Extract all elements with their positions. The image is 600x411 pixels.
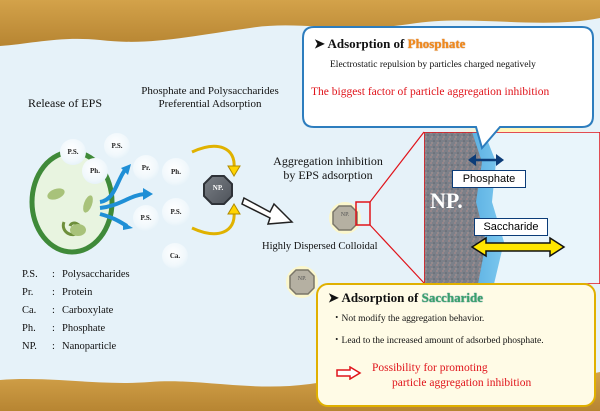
- bubble-ps-top: P.S.: [104, 133, 130, 159]
- bubble-pr: Pr.: [133, 155, 159, 181]
- dispersed-particle-bottom: [286, 266, 318, 298]
- phosphate-conclusion: The biggest factor of particle aggregati…: [311, 86, 550, 98]
- phosphate-title-keyword: Phosphate: [407, 36, 466, 51]
- phosphate-double-arrow: [468, 154, 504, 166]
- legend-row-ph: Ph.: Phosphate: [22, 323, 105, 334]
- saccharide-double-arrow: [470, 236, 566, 258]
- saccharide-bullet-1-text: Not modify the aggregation behavior.: [341, 314, 485, 324]
- top-sediment: [0, 0, 600, 46]
- bubble-ps-right: P.S.: [162, 198, 190, 226]
- phosphate-desc: Electrostatic repulsion by particles cha…: [330, 60, 536, 70]
- legend-sep: :: [52, 269, 55, 280]
- legend-abbr: NP.: [22, 341, 37, 352]
- dispersed-particle-top: [329, 202, 361, 234]
- legend-sep: :: [52, 305, 55, 316]
- adsorption-arrows: [191, 144, 241, 236]
- bubble-ps-bottom: P.S.: [133, 205, 159, 231]
- saccharide-title-prefix: Adsorption of: [341, 290, 419, 305]
- dispersed-label: Highly Dispersed Colloidal: [262, 241, 378, 252]
- saccharide-box-title: ➤ Adsorption of Saccharide: [328, 290, 483, 306]
- possibility-line1: Possibility for promoting: [372, 362, 488, 374]
- aggregation-label-line1: Aggregation inhibition: [273, 154, 383, 168]
- phosphate-box-title: ➤ Adsorption of Phosphate: [314, 36, 465, 52]
- legend-sep: :: [52, 287, 55, 298]
- legend-sep: :: [52, 341, 55, 352]
- bubble-ps-left: P.S.: [60, 139, 86, 165]
- phosphate-box-shape: [302, 26, 594, 151]
- legend-abbr: Pr.: [22, 287, 34, 298]
- legend-sep: :: [52, 323, 55, 334]
- legend-row-np: NP.: Nanoparticle: [22, 341, 116, 352]
- saccharide-title-keyword: Saccharide: [421, 290, 484, 305]
- saccharide-bullet-1: ・Not modify the aggregation behavior.: [332, 314, 484, 325]
- np-center-label: NP.: [212, 184, 224, 192]
- bubble-ca: Ca.: [162, 243, 188, 269]
- legend-row-ca: Ca.: Carboxylate: [22, 305, 113, 316]
- preferential-label-line1: Phosphate and Polysaccharides: [141, 85, 279, 97]
- saccharide-tag: Saccharide: [474, 218, 548, 236]
- legend-full: Polysaccharides: [62, 269, 130, 280]
- legend-full: Nanoparticle: [62, 341, 117, 352]
- legend-row-pr: Pr.: Protein: [22, 287, 92, 298]
- saccharide-box: [316, 283, 596, 407]
- phosphate-title-arrow-icon: ➤: [314, 36, 325, 51]
- preferential-label-line2: Preferential Adsorption: [158, 97, 262, 110]
- phosphate-title-prefix: Adsorption of: [327, 36, 405, 51]
- release-arrows: [99, 164, 153, 230]
- dispersed-np-bottom-label: NP.: [297, 276, 307, 282]
- bullet-dot: ・: [332, 314, 342, 324]
- phosphate-tag: Phosphate: [452, 170, 526, 188]
- big-white-arrow: [241, 196, 294, 225]
- saccharide-bullet-2-text: Lead to the increased amount of adsorbed…: [341, 336, 544, 346]
- bullet-dot: ・: [332, 336, 342, 346]
- legend-abbr: P.S.: [22, 269, 38, 280]
- aggregation-label-line2: by EPS adsorption: [283, 167, 373, 182]
- legend-abbr: Ca.: [22, 305, 37, 316]
- legend-abbr: Ph.: [22, 323, 36, 334]
- possibility-line2: particle aggregation inhibition: [392, 377, 532, 389]
- saccharide-bullet-2: ・Lead to the increased amount of adsorbe…: [332, 336, 544, 347]
- legend-row-ps: P.S.: Polysaccharides: [22, 269, 130, 280]
- legend-full: Protein: [62, 287, 93, 298]
- bubble-ph-left: Ph.: [82, 158, 108, 184]
- saccharide-title-arrow-icon: ➤: [328, 290, 339, 305]
- legend-full: Phosphate: [62, 323, 106, 334]
- legend-full: Carboxylate: [62, 305, 114, 316]
- bubble-ph-right: Ph.: [162, 158, 190, 186]
- np-large-label: NP.: [430, 188, 463, 213]
- possibility-arrow-icon: [336, 366, 362, 380]
- aggregation-label: Aggregation inhibition by EPS adsorption: [258, 154, 398, 183]
- preferential-label: Phosphate and Polysaccharides Preferenti…: [140, 85, 280, 110]
- dispersed-np-top-label: NP.: [340, 212, 350, 218]
- release-label: Release of EPS: [28, 96, 102, 110]
